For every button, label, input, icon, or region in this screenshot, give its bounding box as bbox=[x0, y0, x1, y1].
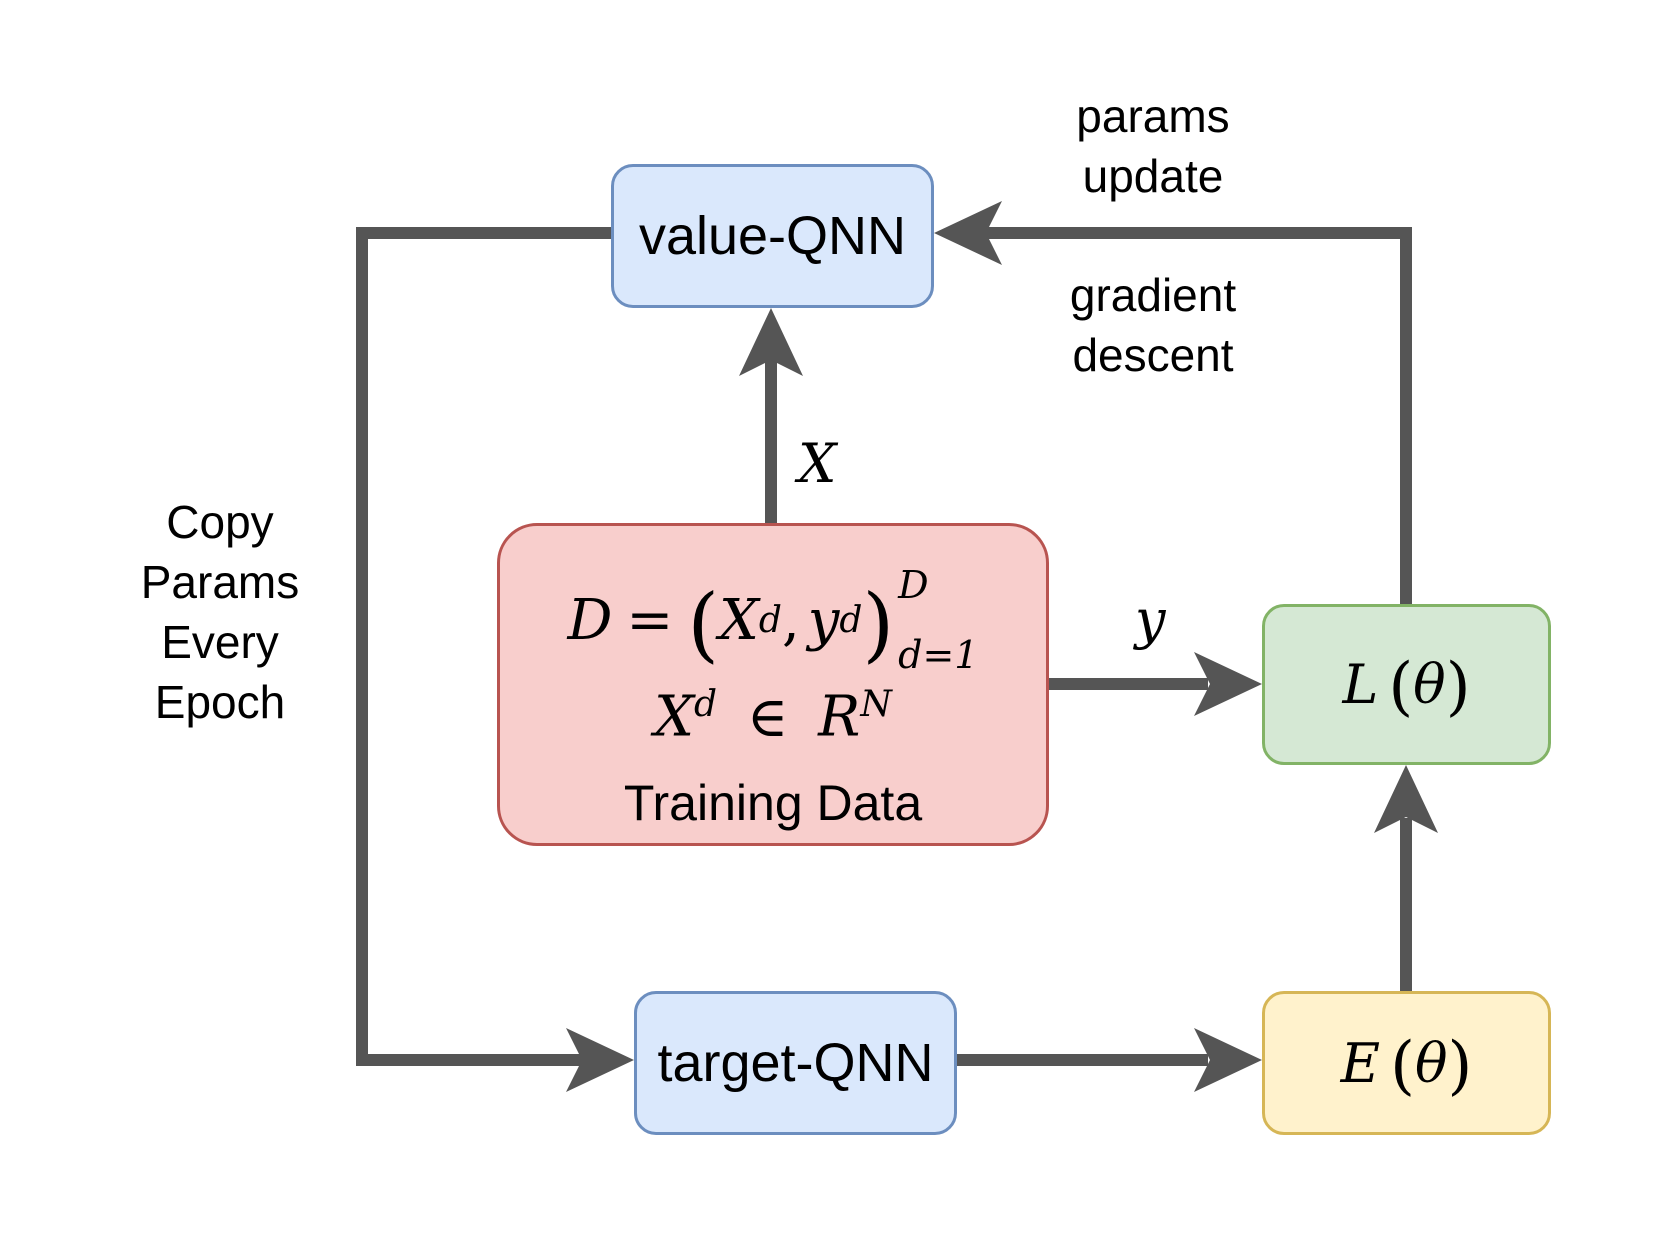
loss-open-paren: ( bbox=[1388, 650, 1414, 725]
params-update-label: params update bbox=[1033, 86, 1273, 206]
index-range: D d=1 bbox=[898, 566, 978, 674]
upper-index: D bbox=[898, 563, 929, 607]
equals-sign: = bbox=[626, 587, 674, 653]
copy-params-line: Copy bbox=[166, 496, 274, 548]
value-qnn-node[interactable]: value-QNN bbox=[611, 164, 934, 308]
edge-copy-params bbox=[356, 227, 611, 1066]
x-vector-symbol: X bbox=[654, 684, 695, 750]
real-space-symbol: R bbox=[818, 684, 861, 750]
copy-params-line: Epoch bbox=[154, 676, 286, 728]
copy-params-line: Every bbox=[161, 616, 279, 668]
copy-params-label: Copy Params Every Epoch bbox=[100, 492, 340, 732]
energy-theta: θ bbox=[1414, 1031, 1448, 1095]
value-qnn-label: value-QNN bbox=[638, 206, 907, 266]
lower-index: d=1 bbox=[898, 633, 979, 677]
domain-formula: Xd ∈ RN bbox=[654, 684, 892, 750]
y-superscript: d bbox=[839, 599, 863, 641]
target-qnn-label: target-QNN bbox=[657, 1033, 934, 1093]
target-qnn-node[interactable]: target-QNN bbox=[634, 991, 957, 1135]
x-symbol: X bbox=[719, 587, 759, 653]
x-edge-label: X bbox=[798, 432, 837, 495]
close-paren: ) bbox=[862, 577, 895, 672]
gradient-descent-label: gradient descent bbox=[1023, 265, 1283, 385]
comma: , bbox=[781, 587, 800, 653]
dataset-symbol: D bbox=[567, 587, 613, 653]
open-paren: ( bbox=[687, 577, 720, 672]
arrowhead-gradient-update bbox=[934, 201, 1002, 265]
x-superscript: d bbox=[758, 599, 782, 641]
energy-close-paren: ) bbox=[1447, 1028, 1473, 1103]
element-of-sign: ∈ bbox=[746, 684, 789, 750]
edge-gradient-update bbox=[986, 227, 1412, 604]
arrowhead-y bbox=[1194, 652, 1262, 716]
energy-open-paren: ( bbox=[1390, 1028, 1415, 1103]
dimension-superscript: N bbox=[860, 684, 892, 725]
arrowhead-copy-params bbox=[566, 1028, 634, 1092]
x-vector-superscript: d bbox=[694, 684, 718, 725]
loss-symbol: L bbox=[1342, 653, 1379, 716]
arrowhead-energy-loss bbox=[1374, 765, 1438, 833]
gradient-descent-line: descent bbox=[1072, 329, 1234, 381]
gradient-descent-line: gradient bbox=[1069, 269, 1237, 321]
y-symbol: y bbox=[807, 587, 840, 653]
params-update-line: params bbox=[1076, 90, 1230, 142]
params-update-line: update bbox=[1082, 150, 1224, 202]
energy-node[interactable]: E ( θ ) bbox=[1262, 991, 1551, 1135]
y-edge-label: y bbox=[1135, 588, 1166, 651]
energy-symbol: E bbox=[1340, 1031, 1381, 1095]
copy-params-line: Params bbox=[140, 556, 300, 608]
loss-theta: θ bbox=[1413, 653, 1446, 716]
arrowhead-x bbox=[739, 308, 803, 376]
arrowhead-target-energy bbox=[1194, 1028, 1262, 1092]
loss-close-paren: ) bbox=[1445, 650, 1471, 725]
loss-node[interactable]: L ( θ ) bbox=[1262, 604, 1551, 765]
training-data-caption: Training Data bbox=[623, 774, 923, 831]
